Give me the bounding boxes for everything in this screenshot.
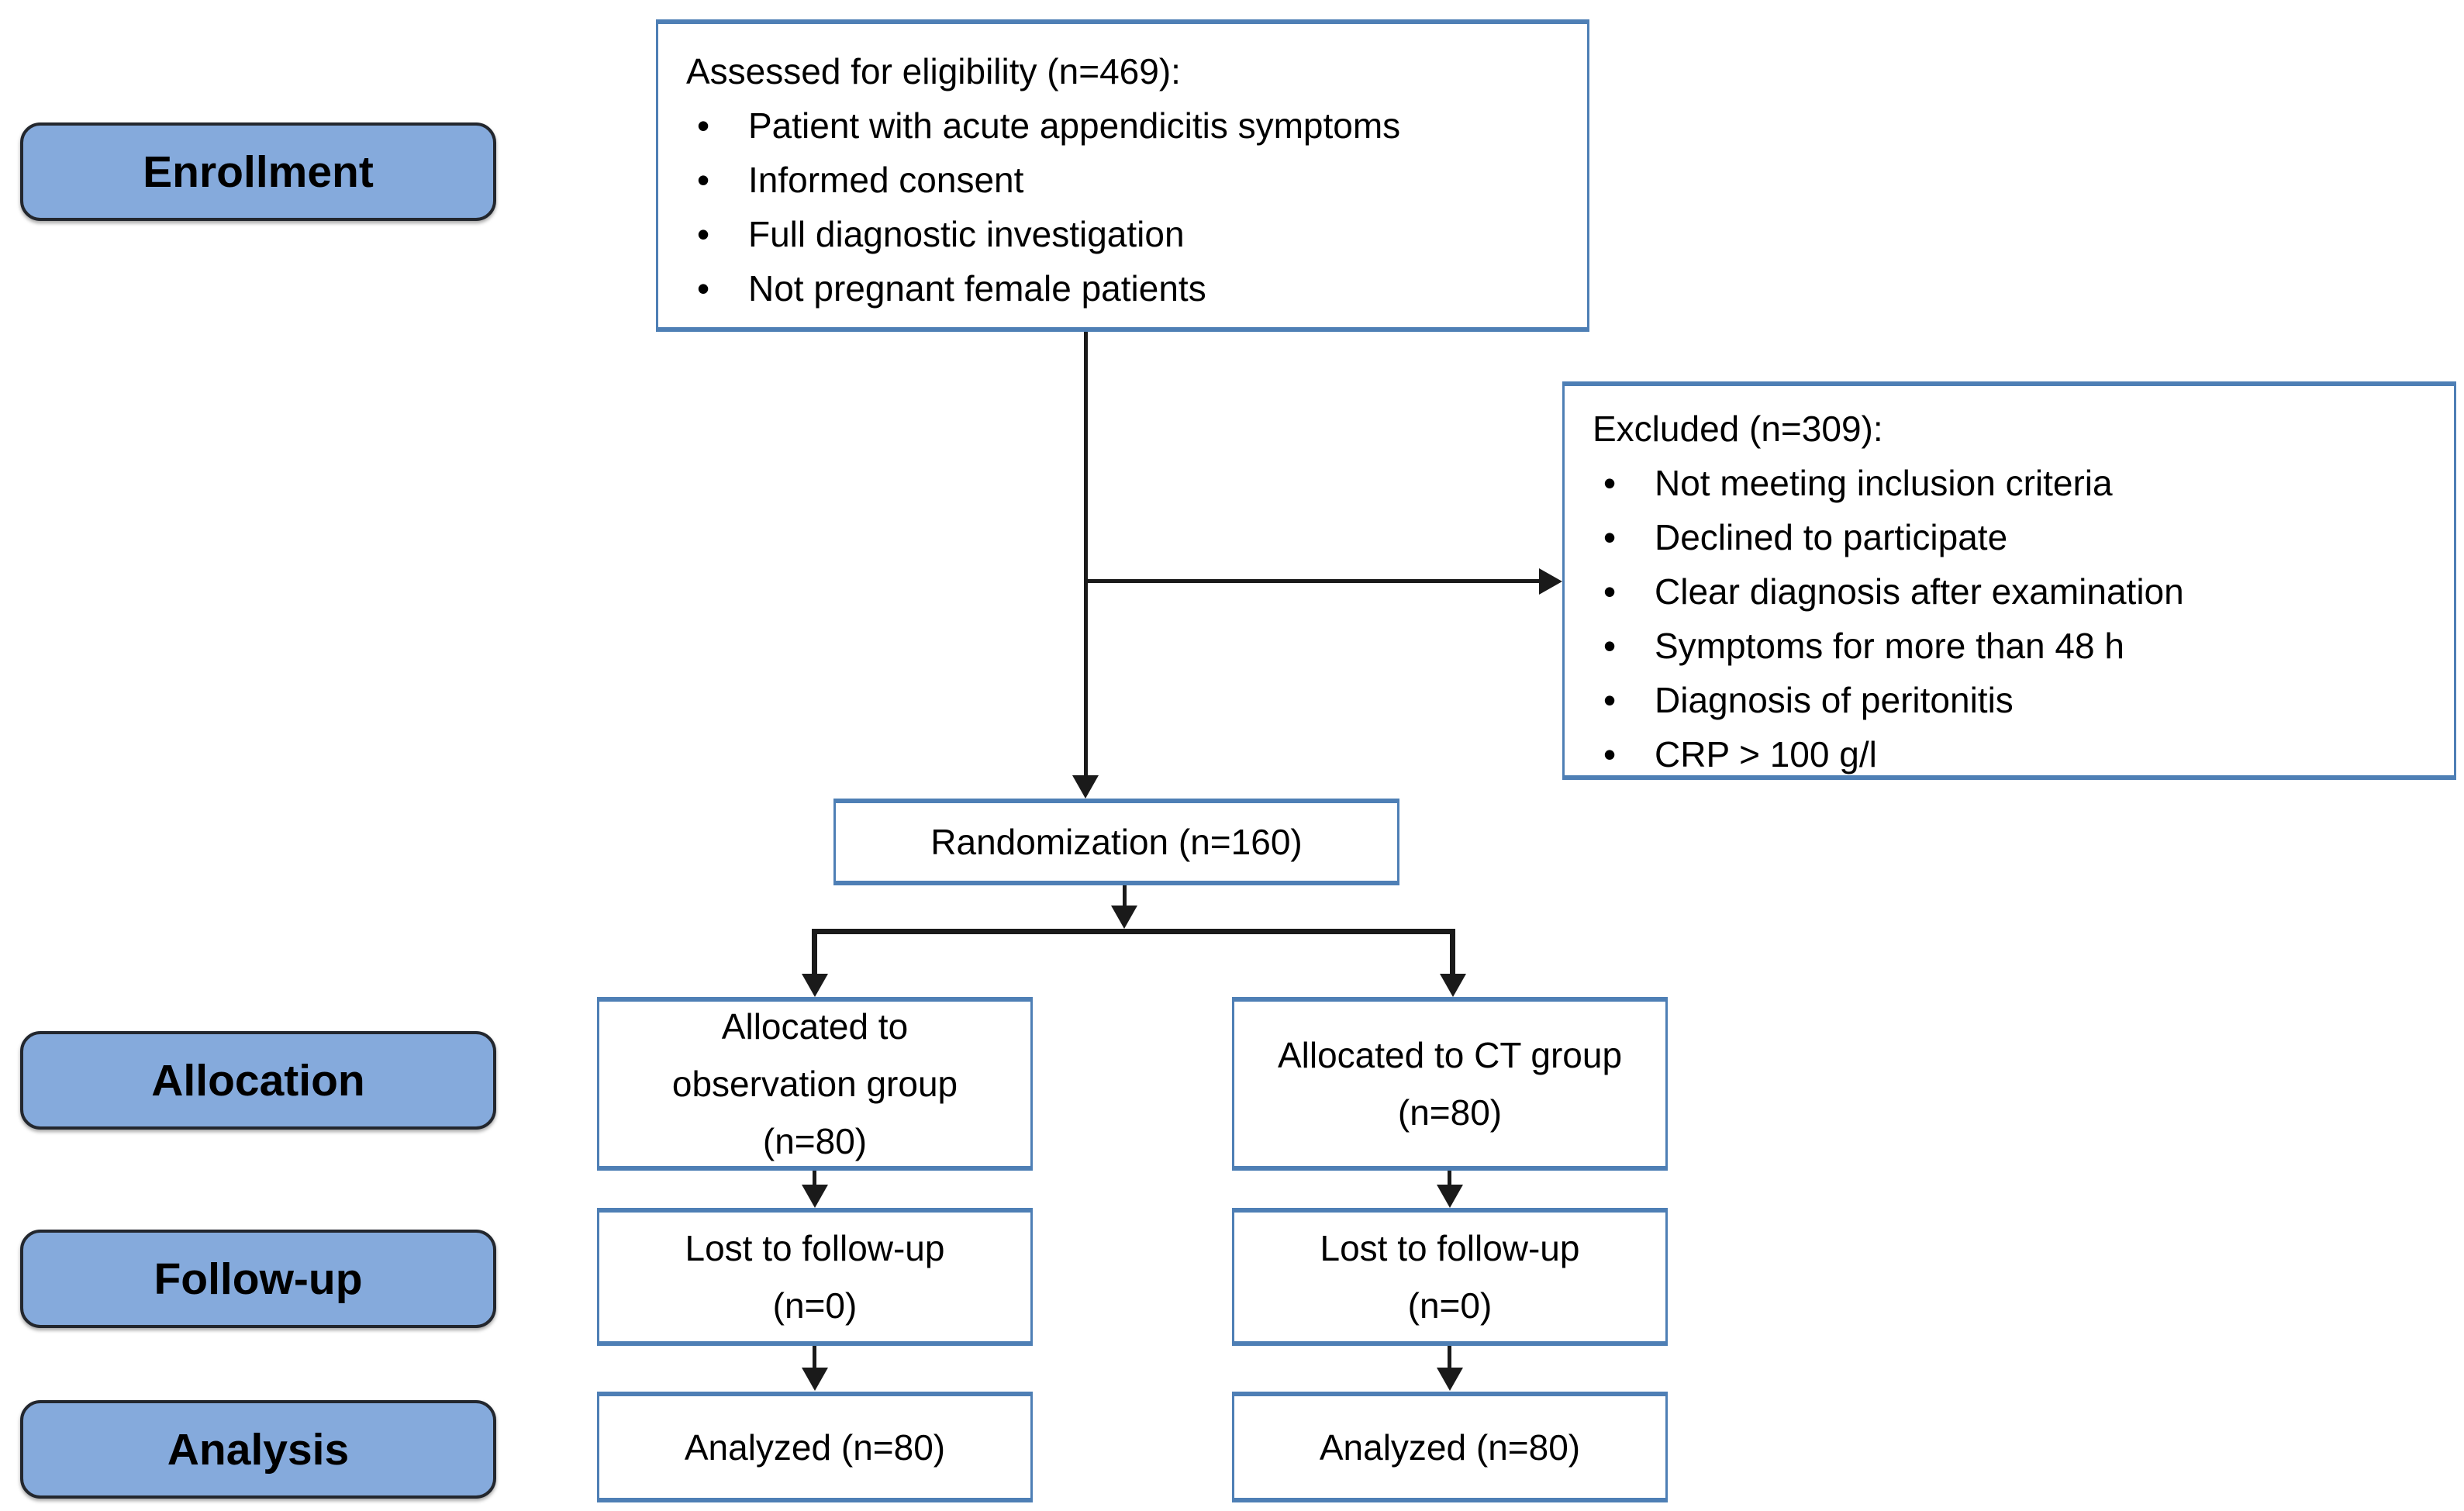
stage-label-allocation: Allocation: [20, 1031, 496, 1130]
analysis-ct-box: Analyzed (n=80): [1232, 1392, 1668, 1502]
arrow-line-observation-allocation-to-followup: [813, 1171, 816, 1186]
arrowhead-at-split-junction: [1111, 906, 1137, 929]
arrow-line-ct-allocation-to-followup: [1448, 1171, 1451, 1186]
analysis-observation-box: Analyzed (n=80): [597, 1392, 1033, 1502]
randomization-box: Randomization (n=160): [833, 799, 1399, 885]
arrowhead-into-ct-allocation: [1440, 974, 1466, 997]
allocation-ct-box: Allocated to CT group (n=80): [1232, 997, 1668, 1171]
list-item: Not pregnant female patients: [686, 261, 1572, 316]
stage-label-followup: Follow-up: [20, 1230, 496, 1328]
allocation-observation-box: Allocated to observation group (n=80): [597, 997, 1033, 1171]
arrowhead-into-ct-followup: [1437, 1185, 1463, 1208]
box-line: Allocated to: [721, 1006, 909, 1047]
box-line: Lost to follow-up: [1320, 1228, 1580, 1268]
arrowhead-into-ct-analysis: [1437, 1368, 1463, 1391]
box-line: (n=80): [1397, 1092, 1503, 1133]
excluded-box: Excluded (n=309): Not meeting inclusion …: [1562, 381, 2456, 781]
arrowhead-into-randomization: [1072, 775, 1099, 799]
arrow-line-eligibility-to-randomization: [1084, 332, 1088, 775]
stage-label-analysis: Analysis: [20, 1400, 496, 1499]
box-line: (n=0): [1407, 1285, 1493, 1326]
excluded-title: Excluded (n=309):: [1593, 409, 1883, 449]
followup-ct-box: Lost to follow-up (n=0): [1232, 1208, 1668, 1346]
followup-observation-box: Lost to follow-up (n=0): [597, 1208, 1033, 1346]
list-item: Not meeting inclusion criteria: [1593, 456, 2438, 510]
box-line: (n=80): [762, 1121, 868, 1161]
arrow-line-split-to-ct: [1450, 929, 1455, 975]
stage-label-enrollment-text: Enrollment: [143, 147, 374, 197]
assessed-eligibility-box: Assessed for eligibility (n=469): Patien…: [656, 19, 1589, 332]
randomization-text: Randomization (n=160): [930, 822, 1303, 862]
list-item: Patient with acute appendicitis symptoms: [686, 98, 1572, 153]
list-item: Diagnosis of peritonitis: [1593, 673, 2438, 727]
stage-label-followup-text: Follow-up: [154, 1254, 363, 1304]
stage-label-enrollment: Enrollment: [20, 122, 496, 221]
list-item: Informed consent: [686, 153, 1572, 207]
arrowhead-into-observation-followup: [802, 1185, 828, 1208]
arrowhead-into-observation-analysis: [802, 1368, 828, 1391]
list-item: CRP > 100 g/l: [1593, 727, 2438, 781]
arrow-line-randomization-to-split: [1123, 885, 1127, 907]
stage-label-analysis-text: Analysis: [167, 1424, 350, 1475]
arrow-line-ct-followup-to-analysis: [1448, 1346, 1451, 1369]
excluded-list: Not meeting inclusion criteria Declined …: [1593, 456, 2438, 781]
list-item: Clear diagnosis after examination: [1593, 564, 2438, 619]
box-line: Analyzed (n=80): [684, 1426, 946, 1468]
list-item: Declined to participate: [1593, 510, 2438, 564]
box-line: observation group: [671, 1064, 958, 1104]
arrow-line-observation-followup-to-analysis: [813, 1346, 816, 1369]
box-line: Lost to follow-up: [685, 1228, 945, 1268]
box-line: Analyzed (n=80): [1319, 1426, 1581, 1468]
split-horizontal-line: [812, 929, 1455, 934]
assessed-eligibility-title: Assessed for eligibility (n=469):: [686, 51, 1181, 91]
box-line: Allocated to CT group: [1277, 1035, 1623, 1075]
stage-label-allocation-text: Allocation: [151, 1055, 365, 1106]
assessed-eligibility-list: Patient with acute appendicitis symptoms…: [686, 98, 1572, 316]
list-item: Full diagnostic investigation: [686, 207, 1572, 261]
arrowhead-into-excluded: [1539, 568, 1562, 595]
arrow-line-to-excluded: [1085, 579, 1539, 583]
box-line: (n=0): [772, 1285, 858, 1326]
arrow-line-split-to-observation: [812, 929, 817, 975]
arrowhead-into-observation-allocation: [802, 974, 828, 997]
list-item: Symptoms for more than 48 h: [1593, 619, 2438, 673]
